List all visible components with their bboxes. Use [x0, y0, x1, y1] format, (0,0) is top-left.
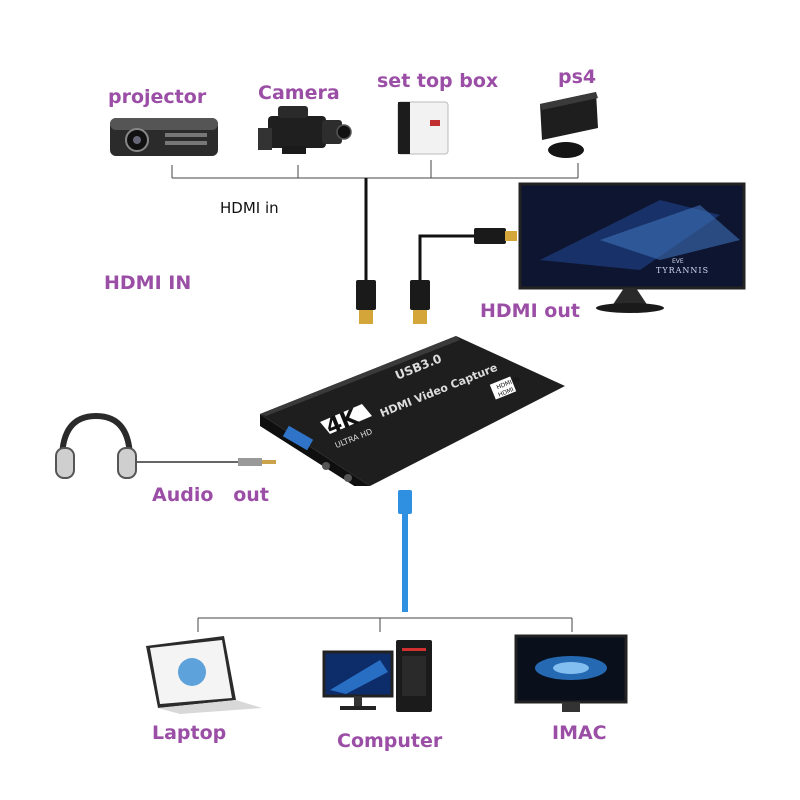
set-top-box-label: set top box — [377, 70, 499, 92]
ps4-image — [540, 92, 598, 158]
laptop-label: Laptop — [152, 722, 227, 744]
source-bracket — [171, 160, 579, 179]
monitor-image — [518, 182, 746, 313]
hdmi-in-label: HDMI IN — [104, 272, 192, 294]
hdmi-out-label: HDMI out — [480, 300, 580, 322]
audio-cable — [128, 458, 276, 466]
output-bracket — [197, 617, 573, 632]
ps4-label: ps4 — [558, 66, 597, 88]
capture-device — [260, 336, 565, 486]
monitor-text-line2: TYRANNIS — [656, 266, 710, 275]
hdmi-in-small-label: HDMI in — [220, 199, 279, 217]
computer-image — [322, 640, 432, 712]
audio-out-label: Audio out — [152, 484, 269, 506]
hdmi-in-cable — [356, 178, 376, 324]
projector-label: projector — [108, 86, 207, 108]
imac-image — [514, 634, 628, 712]
computer-label: Computer — [337, 730, 443, 752]
monitor-text-line1: EVE — [672, 258, 684, 265]
headphones-image — [55, 412, 137, 479]
set-top-box-image — [397, 101, 449, 155]
projector-image — [110, 118, 218, 156]
imac-label: IMAC — [552, 722, 607, 744]
camera-image — [258, 106, 352, 154]
usb-cable — [398, 490, 412, 612]
hdmi-out-cable — [410, 228, 517, 324]
camera-label: Camera — [258, 82, 340, 104]
laptop-image — [146, 636, 262, 714]
